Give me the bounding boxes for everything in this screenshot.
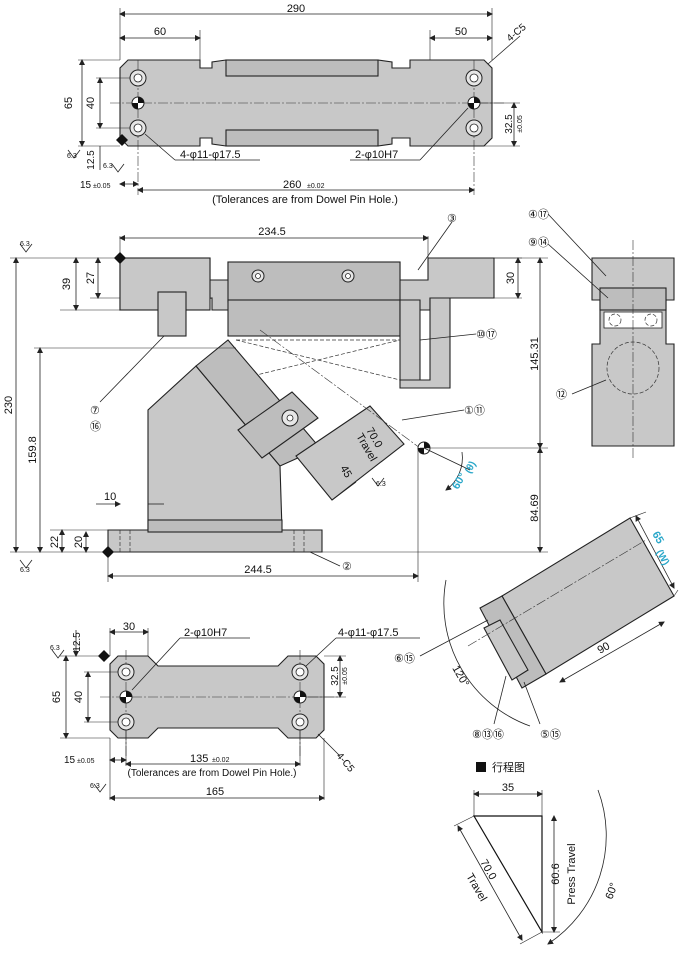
front-view: 234.5 39 27 30 230 159.8 145.31 84.69 10… <box>3 213 548 582</box>
dim-84-69: 84.69 <box>529 494 541 522</box>
dim-10: 10 <box>104 491 116 503</box>
side-view: ④⑰ ⑨⑭ ⑫ <box>528 208 675 460</box>
stroke-diagram: 行程图 35 70.0 Travel 60.6 Press Travel 60° <box>453 761 621 945</box>
stroke-press-value: 60.6 <box>550 863 562 884</box>
item-6-15: ⑥⑮ <box>394 652 415 665</box>
bottom-dim-15: 15 <box>64 755 76 766</box>
dim-20: 20 <box>73 536 85 548</box>
dim-22: 22 <box>49 536 61 548</box>
bottom-view: 30 2-φ10H7 4-φ11-φ17.5 12.5 65 40 32.5 ±… <box>50 621 420 801</box>
roughness-front-mid: 6.3 <box>376 481 386 488</box>
top-view: 290 60 50 4-C5 65 40 12.5 32.5 ±0.05 15 … <box>63 3 529 206</box>
front-cam-driver <box>237 391 319 459</box>
item-9-14: ⑨⑭ <box>528 236 549 249</box>
angle-theta: (θ) <box>463 460 479 476</box>
stroke-diagram-marker <box>476 762 486 772</box>
front-side-wall <box>399 297 451 389</box>
tolerance-note-top: (Tolerances are from Dowel Pin Hole.) <box>212 194 398 206</box>
angle-60-front: 60° <box>450 471 469 491</box>
dim-65: 65 <box>63 97 75 109</box>
roughness-front-bottom: 6.3 <box>20 567 30 574</box>
tol-260: ±0.02 <box>307 183 325 190</box>
front-stopper <box>157 291 187 337</box>
bottom-hole-large-callout: 4-φ11-φ17.5 <box>338 627 399 639</box>
dim-12-5: 12.5 <box>86 150 97 170</box>
roughness-front-top: 6.3 <box>20 241 30 248</box>
detail-angle-120: 120° <box>449 664 471 690</box>
bottom-hole-pin-callout: 2-φ10H7 <box>184 627 227 639</box>
item-7: ⑦ <box>90 405 100 417</box>
roughness-top-b: 6.3 <box>103 163 113 170</box>
item-4-17: ④⑰ <box>528 208 549 221</box>
dim-230: 230 <box>3 396 15 414</box>
bottom-tol-32-5: ±0.05 <box>342 667 349 685</box>
bottom-dim-32-5: 32.5 <box>330 666 341 686</box>
bottom-roughness-a: 6.3 <box>50 645 60 652</box>
dim-234-5: 234.5 <box>258 226 286 238</box>
front-cam-head <box>295 405 405 501</box>
bottom-dim-65: 65 <box>51 691 63 703</box>
bottom-tol-135: ±0.02 <box>212 757 230 764</box>
stroke-travel-value: 70.0 <box>477 858 498 883</box>
hole-callout-large-top: 4-φ11-φ17.5 <box>180 149 241 161</box>
item-5-15: ⑤⑮ <box>540 728 561 741</box>
dim-244-5: 244.5 <box>244 564 272 576</box>
stroke-diagram-title: 行程图 <box>492 761 525 774</box>
roughness-top-a: 6.3 <box>67 153 77 160</box>
dim-15: 15 <box>80 180 92 191</box>
dim-27: 27 <box>85 272 97 284</box>
hole-callout-pin-top: 2-φ10H7 <box>355 149 398 161</box>
bottom-chamfer-c5: 4-C5 <box>334 751 357 775</box>
chamfer-c5-top: 4-C5 <box>505 22 529 45</box>
stroke-angle-60: 60° <box>604 881 621 901</box>
item-16: ⑯ <box>90 420 101 433</box>
item-3: ③ <box>447 213 457 225</box>
dim-145-31: 145.31 <box>529 337 541 371</box>
stroke-dim-35: 35 <box>502 782 514 794</box>
top-rail-lower <box>225 129 379 147</box>
bottom-dim-135: 135 <box>190 753 208 765</box>
dim-159-8: 159.8 <box>27 436 39 464</box>
dim-30: 30 <box>505 272 517 284</box>
item-2: ② <box>342 561 352 573</box>
dim-50: 50 <box>455 26 467 38</box>
tol-15: ±0.05 <box>93 183 111 190</box>
item-12: ⑫ <box>556 388 567 401</box>
dim-290: 290 <box>287 3 305 15</box>
front-base-plate <box>107 529 323 553</box>
bottom-dim-12-5: 12.5 <box>72 632 83 652</box>
item-1-11: ①⑪ <box>464 404 485 417</box>
bottom-dim-165: 165 <box>206 786 224 798</box>
dim-39: 39 <box>61 278 73 290</box>
dim-40: 40 <box>85 97 97 109</box>
detail-view: 65 (W) 90 120° ⑥⑮ ⑧⑬⑯ ⑤⑮ <box>394 511 679 741</box>
front-slider-block <box>227 261 401 303</box>
tol-32-5: ±0.05 <box>517 115 524 133</box>
top-rail-upper <box>225 59 379 77</box>
bottom-tol-15: ±0.05 <box>77 758 95 765</box>
item-8-13-16: ⑧⑬⑯ <box>472 728 504 741</box>
detail-dim-90: 90 <box>596 640 613 657</box>
item-10-17: ⑩⑰ <box>476 328 497 341</box>
dim-260: 260 <box>283 179 301 191</box>
dim-60: 60 <box>154 26 166 38</box>
bottom-dim-40: 40 <box>73 691 85 703</box>
bottom-roughness-b: 6.3 <box>90 783 100 790</box>
dim-32-5: 32.5 <box>504 114 515 134</box>
stroke-press-word: Press Travel <box>566 843 578 904</box>
detail-width-65: 65 <box>649 530 666 547</box>
dim-45: 45 <box>337 464 354 481</box>
tolerance-note-bottom: (Tolerances are from Dowel Pin Hole.) <box>128 768 297 779</box>
bottom-dim-30: 30 <box>123 621 135 633</box>
